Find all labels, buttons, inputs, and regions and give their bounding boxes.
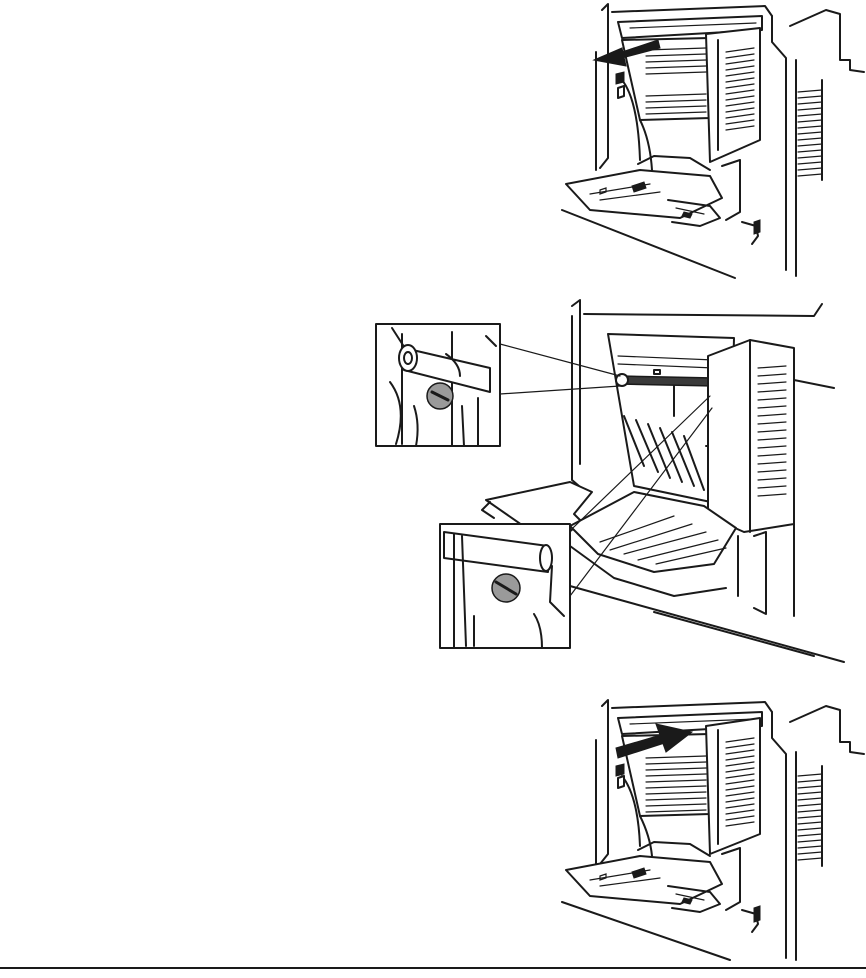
printer-illustration-roller-detail (374, 296, 866, 664)
printer-illustration-pull-out (560, 0, 866, 280)
page-footer-rule (0, 967, 866, 969)
roller-detail-callout-top (376, 324, 500, 446)
roller-detail-callout-bottom (440, 524, 570, 648)
printer-illustration-push-in (560, 696, 866, 962)
